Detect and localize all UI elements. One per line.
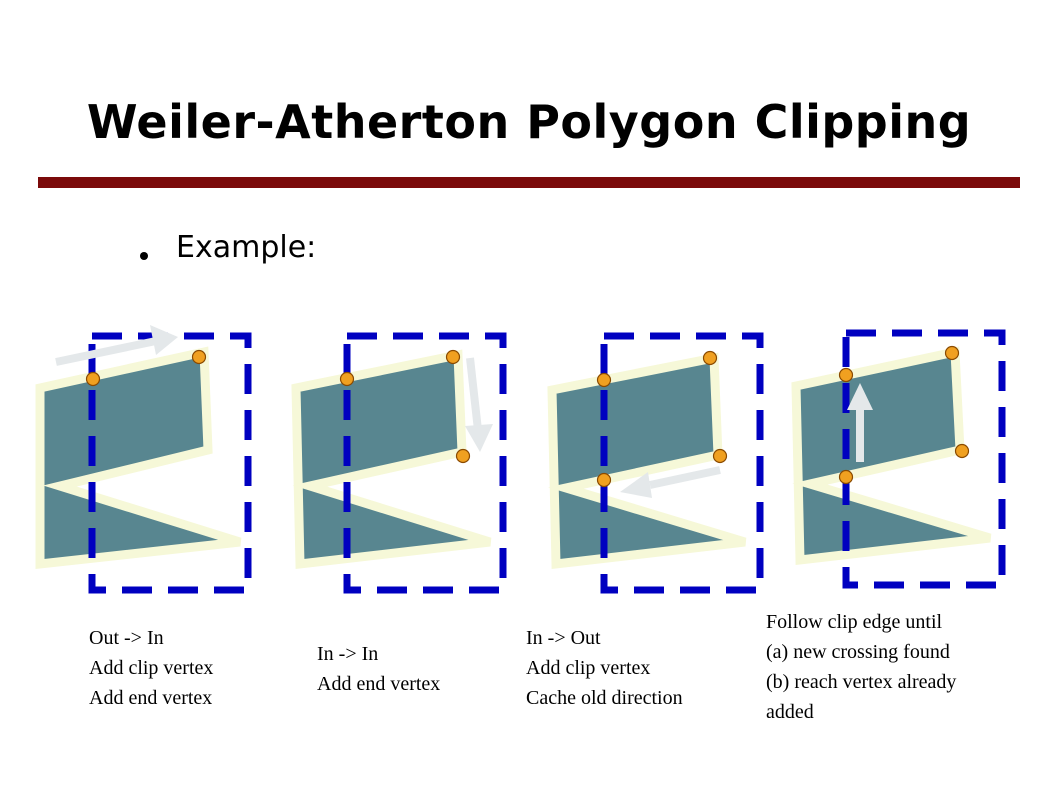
caption-line: Cache old direction bbox=[526, 687, 683, 709]
vertex-marker bbox=[596, 472, 612, 488]
bullet-icon bbox=[140, 252, 148, 260]
vertex-marker bbox=[339, 371, 355, 387]
vertex-marker bbox=[838, 469, 854, 485]
panel-1 bbox=[35, 325, 252, 594]
direction-arrow-icon bbox=[55, 325, 178, 366]
caption-line: (a) new crossing found bbox=[766, 641, 950, 663]
subject-polygon bbox=[35, 346, 242, 570]
caption-line: added bbox=[766, 701, 814, 723]
caption-panel-3: In -> Out Add clip vertex Cache old dire… bbox=[526, 623, 683, 713]
panel-4 bbox=[791, 329, 1006, 589]
vertex-marker bbox=[954, 443, 970, 459]
panel-2 bbox=[291, 332, 507, 594]
clip-window bbox=[600, 332, 764, 594]
caption-line: Out -> In bbox=[89, 627, 164, 649]
vertex-marker bbox=[702, 350, 718, 366]
direction-arrow-icon bbox=[847, 383, 873, 462]
title-underline bbox=[38, 177, 1020, 188]
vertex-marker bbox=[596, 372, 612, 388]
caption-line: In -> Out bbox=[526, 627, 601, 649]
direction-arrow-icon bbox=[465, 357, 493, 452]
vertex-marker bbox=[85, 371, 101, 387]
caption-panel-2: In -> In Add end vertex bbox=[317, 639, 440, 699]
slide-title: Weiler-Atherton Polygon Clipping bbox=[86, 95, 972, 149]
caption-line: (b) reach vertex already bbox=[766, 671, 957, 693]
caption-panel-1: Out -> In Add clip vertex Add end vertex bbox=[89, 623, 213, 713]
vertex-marker bbox=[944, 345, 960, 361]
vertex-marker bbox=[191, 349, 207, 365]
vertex-marker bbox=[445, 349, 461, 365]
caption-line: Follow clip edge until bbox=[766, 611, 943, 633]
caption-line: Add clip vertex bbox=[526, 657, 651, 679]
direction-arrow-icon bbox=[620, 466, 721, 498]
caption-panel-4: Follow clip edge until (a) new crossing … bbox=[766, 607, 956, 727]
caption-line: Add end vertex bbox=[317, 673, 441, 695]
vertex-marker bbox=[455, 448, 471, 464]
vertex-marker bbox=[838, 367, 854, 383]
vertex-marker bbox=[712, 448, 728, 464]
caption-line: Add clip vertex bbox=[89, 657, 214, 679]
bullet-text: Example: bbox=[176, 230, 317, 265]
clip-window bbox=[842, 329, 1006, 589]
panel-3 bbox=[547, 332, 764, 594]
caption-line: Add end vertex bbox=[89, 687, 213, 709]
clip-window bbox=[88, 332, 252, 594]
caption-line: In -> In bbox=[317, 643, 379, 665]
clip-window bbox=[343, 332, 507, 594]
